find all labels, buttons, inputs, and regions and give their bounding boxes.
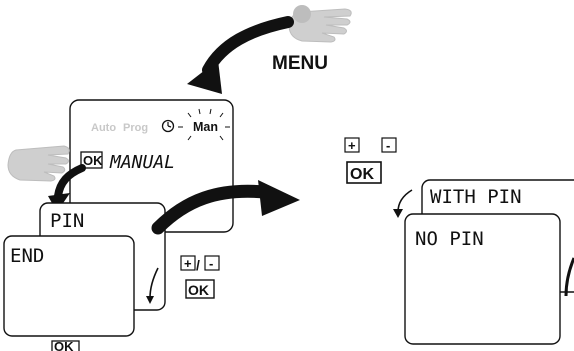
curved-arrow-to-device-icon [187, 16, 294, 94]
mode-auto: Auto [91, 122, 116, 134]
manual-text: MANUAL [109, 152, 175, 173]
hand-press-ok-icon [7, 145, 70, 182]
minus-button-right-label: - [386, 138, 390, 153]
screen-no-pin-front [404, 213, 561, 345]
ok-button-right[interactable] [185, 279, 215, 299]
with-pin-text: WITH PIN [430, 186, 522, 208]
no-pin-text: NO PIN [415, 228, 484, 250]
minus-button-label: - [209, 256, 213, 271]
ok-button-label: OK [83, 153, 103, 168]
ok-button[interactable] [80, 151, 103, 169]
curved-arrow-right-icon [151, 180, 300, 235]
ok-button-right-label: OK [188, 282, 209, 298]
plus-button-right[interactable] [344, 137, 360, 153]
plus-button-right-label: + [348, 138, 356, 153]
screen-end-front [3, 235, 135, 337]
ok-button-right-panel[interactable] [346, 161, 382, 184]
minus-button[interactable] [204, 255, 220, 271]
pin-text: PIN [50, 210, 84, 232]
end-text: END [10, 245, 44, 267]
mode-prog: Prog [123, 122, 148, 134]
mode-man: Man [193, 120, 218, 134]
plus-button[interactable] [180, 255, 196, 271]
small-curved-arrow-right-icon [393, 189, 413, 218]
blink-rays-icon [178, 108, 230, 141]
ok-button-bottom[interactable] [51, 340, 80, 351]
small-curved-arrow-icon [146, 267, 159, 304]
ok-button-bottom-label: OK [54, 339, 74, 351]
hand-press-menu-icon [288, 5, 352, 43]
menu-label: MENU [272, 53, 328, 74]
ok-button-right-panel-label: OK [350, 166, 374, 183]
plus-button-label: + [184, 256, 192, 271]
minus-button-right[interactable] [381, 137, 397, 153]
clock-icon [161, 119, 175, 133]
slash-sep: / [196, 257, 200, 273]
partial-arrow-right-edge-icon [564, 257, 574, 297]
